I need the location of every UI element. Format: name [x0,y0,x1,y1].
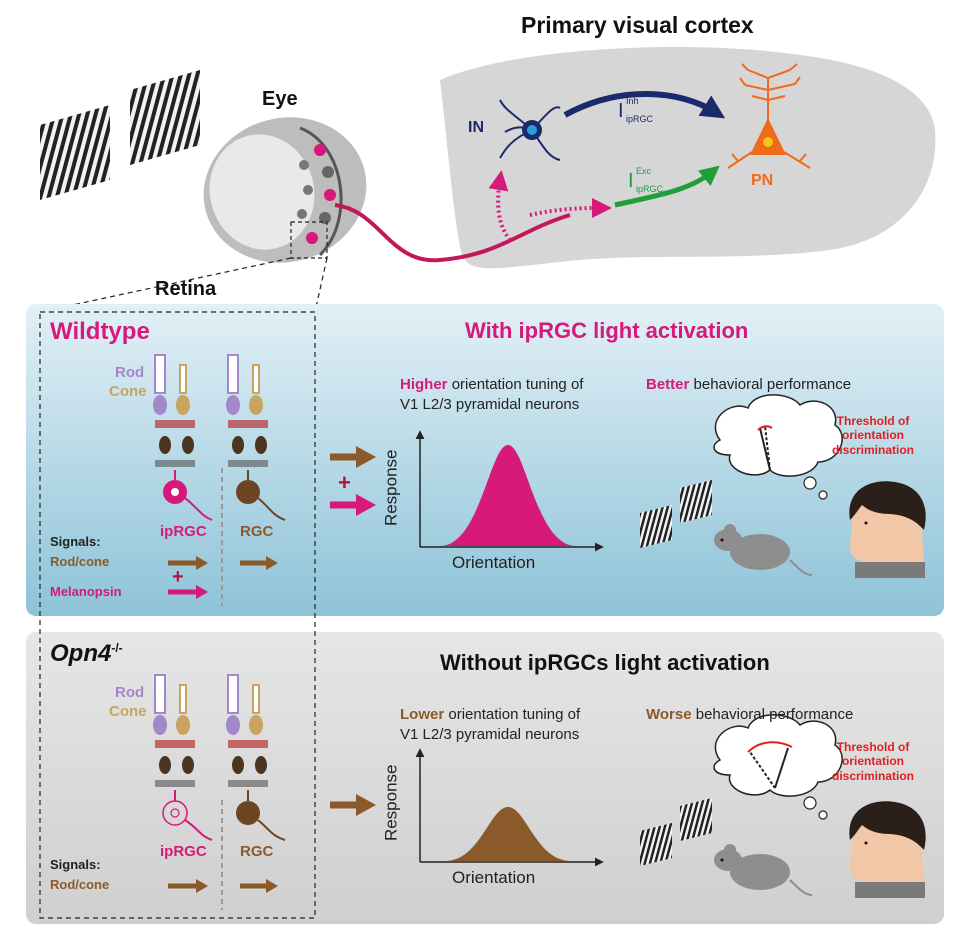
iprgc-label-ko: ipRGC [160,843,207,860]
inhibitory-arrow [563,91,726,119]
plus-sign-retina: + [172,566,184,588]
exc-current-label: I Exc ipRGC [628,166,664,194]
cortex-title: Primary visual cortex [521,12,754,38]
grating-stimulus [40,70,200,200]
tuning-plot-knockout [415,748,604,867]
knockout-title: Opn4-/- [50,640,123,667]
wildtype-title: Wildtype [50,318,150,345]
wildtype-heading: With ipRGC light activation [465,318,749,343]
plus-sign-chart: + [338,470,351,495]
rgc-label-ko: RGC [240,843,274,860]
signal-arrows-knockout [168,879,278,893]
tuning-text-line2-ko: V1 L2/3 pyramidal neurons [400,726,580,743]
input-arrows-wildtype [330,446,376,516]
threshold-label-ko: Threshold of orientation discrimination [831,740,914,783]
signals-label-wt: Signals: [50,534,101,549]
signals-label-ko: Signals: [50,857,101,872]
zoom-line-right [314,257,328,313]
iprgc-to-in-path [488,170,512,242]
zoom-line-left [39,257,292,313]
behavior-text-ko: Worse behavioral performance [646,706,854,723]
yaxis-label-wt: Response [381,449,401,527]
eye-label: Eye [262,88,298,110]
signal-arrows-wildtype [168,556,278,599]
retina-zoom-box [39,311,316,919]
rodcone-label-wt: Rod/cone [50,554,110,569]
input-arrow-knockout [330,794,376,816]
iprgc-label-wt: ipRGC [160,523,207,540]
cone-label-wt: Cone [109,383,147,400]
melanopsin-label: Melanopsin [50,584,122,599]
yaxis-label-ko: Response [381,764,401,842]
iprgc-to-pn-path [529,198,612,219]
tuning-text-line2-wt: V1 L2/3 pyramidal neurons [400,396,580,413]
interneuron-label: IN [468,119,484,136]
rgc-label-wt: RGC [240,523,274,540]
pyramidal-neuron-label: PN [751,172,774,189]
threshold-label-wt: Threshold of orientation discrimination [831,414,914,457]
behavior-scene-knockout [640,714,926,898]
tuning-text-ko: Lower orientation tuning of [400,706,581,723]
tuning-plot-wildtype [415,430,604,552]
cone-label-ko: Cone [109,703,147,720]
interneuron-icon [499,99,561,161]
inh-current-label: I Inh ipRGC [618,96,654,124]
xaxis-label-wt: Orientation [452,553,536,572]
behavior-text-wt: Better behavioral performance [646,376,852,393]
xaxis-label-ko: Orientation [452,868,536,887]
rodcone-label-ko: Rod/cone [50,877,110,892]
eye-diagram [203,117,571,263]
pyramidal-neuron-icon [727,63,811,169]
knockout-heading: Without ipRGCs light activation [440,650,770,675]
tuning-text-wt: Higher orientation tuning of [400,376,584,393]
retina-label: Retina [155,278,217,300]
rod-label-ko: Rod [115,684,145,701]
cortex-region [440,47,936,269]
retina-cells-wildtype [153,354,286,521]
behavior-scene-wildtype [640,394,926,578]
rod-label-wt: Rod [115,364,145,381]
retina-cells-knockout [153,674,286,841]
excitatory-arrow [614,165,720,208]
